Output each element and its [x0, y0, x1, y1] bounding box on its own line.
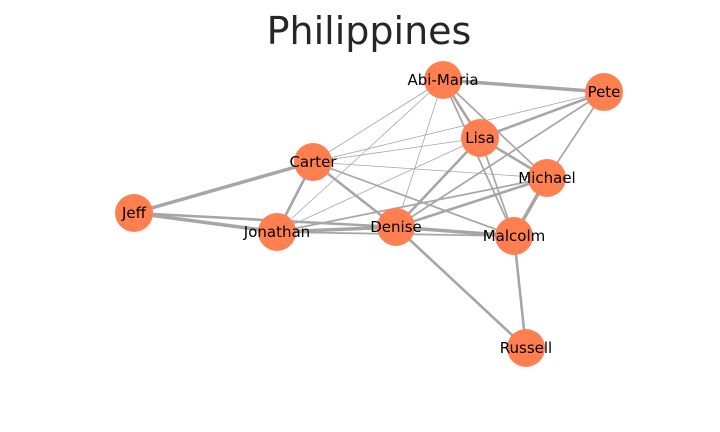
chart-title: Philippines: [267, 9, 472, 53]
node-label-michael: Michael: [518, 169, 575, 187]
node-label-jeff: Jeff: [121, 204, 147, 222]
edge-michael-denise: [394, 176, 549, 229]
nodes-layer: [115, 61, 623, 367]
edge-carter-jeff: [132, 160, 315, 215]
edge-jeff-jonathan: [132, 211, 279, 234]
node-label-jonathan: Jonathan: [243, 223, 310, 241]
edge-abi-maria-pete: [441, 78, 606, 94]
labels-layer: Abi-MariaPeteLisaCarterMichaelJeffJonath…: [121, 71, 620, 357]
edge-pete-carter: [312, 91, 605, 163]
edge-jonathan-denise: [275, 225, 398, 234]
edge-carter-michael: [312, 161, 548, 179]
edge-denise-malcolm: [394, 225, 516, 238]
node-label-abi-maria: Abi-Maria: [407, 71, 478, 89]
node-label-carter: Carter: [289, 153, 337, 171]
edge-pete-lisa: [478, 90, 606, 140]
edge-lisa-carter: [312, 137, 481, 163]
node-jonathan: [258, 213, 296, 251]
node-label-lisa: Lisa: [465, 129, 495, 147]
node-carter: [294, 143, 332, 181]
edge-abi-maria-denise: [395, 79, 444, 228]
edges-layer: [132, 78, 606, 350]
node-denise: [377, 208, 415, 246]
node-michael: [528, 159, 566, 197]
node-abi-maria: [424, 61, 462, 99]
edge-denise-russell: [394, 225, 528, 350]
edge-abi-maria-jonathan: [276, 79, 444, 233]
edge-abi-maria-carter: [312, 79, 444, 163]
node-label-pete: Pete: [588, 83, 621, 101]
node-label-denise: Denise: [370, 218, 422, 236]
edge-lisa-jonathan: [276, 137, 481, 233]
edge-lisa-denise: [394, 136, 482, 229]
edge-abi-maria-malcolm: [442, 79, 515, 237]
node-malcolm: [495, 217, 533, 255]
node-lisa: [461, 119, 499, 157]
edge-carter-malcolm: [312, 161, 515, 237]
node-russell: [507, 329, 545, 367]
node-label-russell: Russell: [500, 339, 552, 357]
node-pete: [585, 73, 623, 111]
node-label-malcolm: Malcolm: [483, 227, 546, 245]
node-jeff: [115, 194, 153, 232]
